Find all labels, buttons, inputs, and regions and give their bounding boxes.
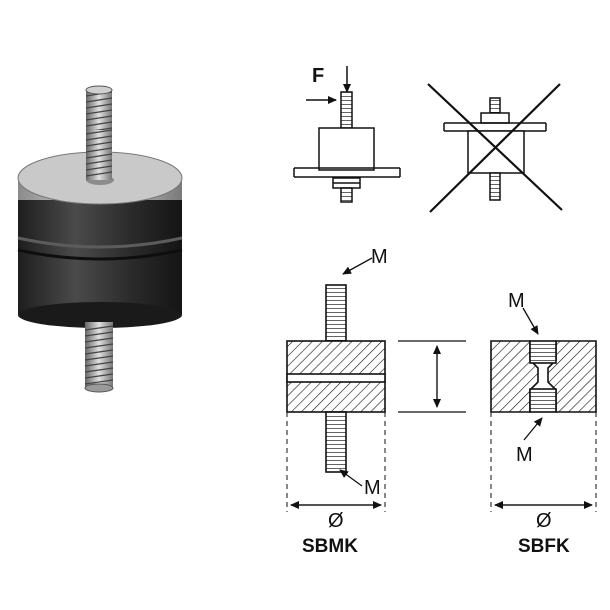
force-label: F: [312, 65, 324, 87]
sbmk-top-thread: [325, 284, 347, 342]
sbmk-label: SBMK: [302, 536, 358, 557]
sbfk-section: [490, 307, 597, 512]
sbmk-thread-label-top: M: [371, 246, 388, 268]
sbfk-thread-label-top: M: [508, 290, 525, 312]
cross-out-icon: [427, 83, 563, 213]
sbfk-label: SBFK: [518, 536, 570, 557]
sbmk-thread-label-bottom: M: [364, 477, 381, 499]
product-photo: [17, 85, 183, 393]
sbmk-diameter-symbol: Ø: [328, 510, 344, 532]
bottom-stud: [84, 322, 114, 393]
sbmk-section: [286, 257, 386, 512]
sbmk-bottom-thread: [325, 411, 347, 473]
sbfk-thread-label-bottom: M: [516, 444, 533, 466]
height-dimension: [398, 340, 466, 413]
correct-mounting-diagram: [293, 66, 401, 203]
rubber-body: [17, 185, 183, 328]
incorrect-mounting-diagram: [427, 83, 563, 213]
sbfk-diameter-symbol: Ø: [536, 510, 552, 532]
